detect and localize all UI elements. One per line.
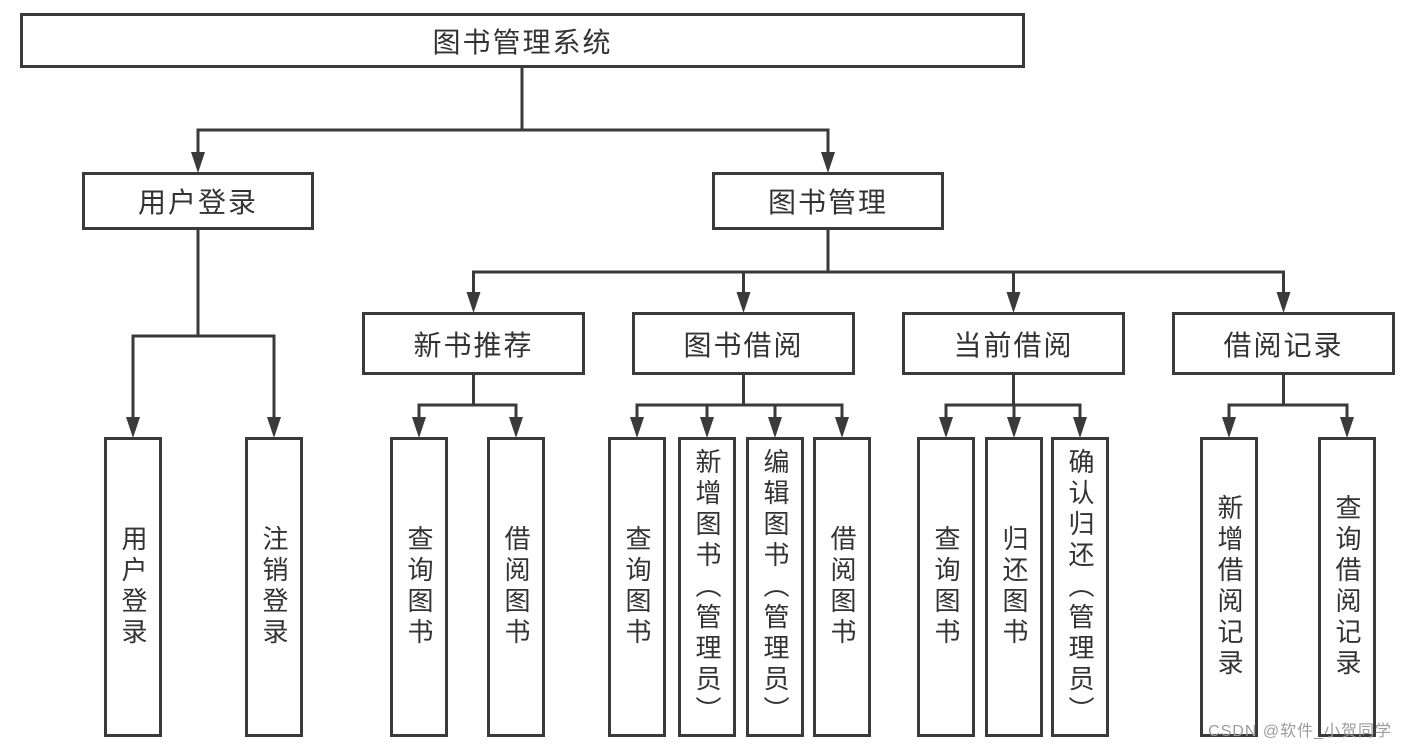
- node-leaf-logout-label: 注销登录: [259, 525, 289, 649]
- node-leaf-nb-borrow-books-label: 借阅图书: [501, 525, 531, 649]
- node-leaf-cb-confirm-return-label: 确认归还（管理员）: [1065, 447, 1095, 727]
- node-book-borrow: 图书借阅: [632, 312, 855, 375]
- node-leaf-br-query-record-label: 查询借阅记录: [1332, 494, 1362, 680]
- node-leaf-cb-query-books-label: 查询图书: [931, 525, 961, 649]
- node-leaf-bb-query-books: 查询图书: [608, 437, 666, 737]
- node-borrow-records-label: 借阅记录: [1223, 329, 1344, 361]
- node-user-login: 用户登录: [82, 172, 314, 230]
- node-leaf-user-login: 用户登录: [104, 437, 162, 737]
- node-book-borrow-label: 图书借阅: [683, 329, 804, 361]
- node-leaf-cb-query-books: 查询图书: [917, 437, 975, 737]
- node-book-management: 图书管理: [712, 172, 944, 230]
- node-leaf-nb-query-books-label: 查询图书: [404, 525, 434, 649]
- node-root-label: 图书管理系统: [432, 26, 613, 58]
- node-leaf-bb-edit-books: 编辑图书（管理员）: [746, 437, 804, 737]
- node-leaf-cb-confirm-return: 确认归还（管理员）: [1051, 437, 1109, 737]
- node-new-book-recommend-label: 新书推荐: [413, 329, 534, 361]
- node-leaf-cb-return-books-label: 归还图书: [999, 525, 1029, 649]
- watermark: CSDN @软件_小贺同学: [1208, 723, 1392, 740]
- node-leaf-user-login-label: 用户登录: [118, 525, 148, 649]
- node-book-management-label: 图书管理: [767, 187, 888, 218]
- node-borrow-records: 借阅记录: [1172, 312, 1395, 375]
- node-leaf-bb-add-books-label: 新增图书（管理员）: [692, 447, 722, 727]
- node-leaf-bb-edit-books-label: 编辑图书（管理员）: [760, 447, 790, 727]
- node-leaf-nb-query-books: 查询图书: [390, 437, 448, 737]
- node-user-login-label: 用户登录: [137, 187, 258, 218]
- node-leaf-br-query-record: 查询借阅记录: [1318, 437, 1376, 737]
- node-leaf-bb-borrow-books: 借阅图书: [813, 437, 871, 737]
- node-leaf-br-add-record: 新增借阅记录: [1200, 437, 1258, 737]
- node-leaf-logout: 注销登录: [245, 437, 303, 737]
- node-leaf-bb-query-books-label: 查询图书: [622, 525, 652, 649]
- node-leaf-nb-borrow-books: 借阅图书: [487, 437, 545, 737]
- node-leaf-br-add-record-label: 新增借阅记录: [1214, 494, 1244, 680]
- node-current-borrow: 当前借阅: [902, 312, 1125, 375]
- node-leaf-cb-return-books: 归还图书: [985, 437, 1043, 737]
- node-root: 图书管理系统: [20, 13, 1025, 68]
- node-leaf-bb-add-books: 新增图书（管理员）: [678, 437, 736, 737]
- node-new-book-recommend: 新书推荐: [362, 312, 585, 375]
- node-current-borrow-label: 当前借阅: [953, 329, 1074, 361]
- node-leaf-bb-borrow-books-label: 借阅图书: [827, 525, 857, 649]
